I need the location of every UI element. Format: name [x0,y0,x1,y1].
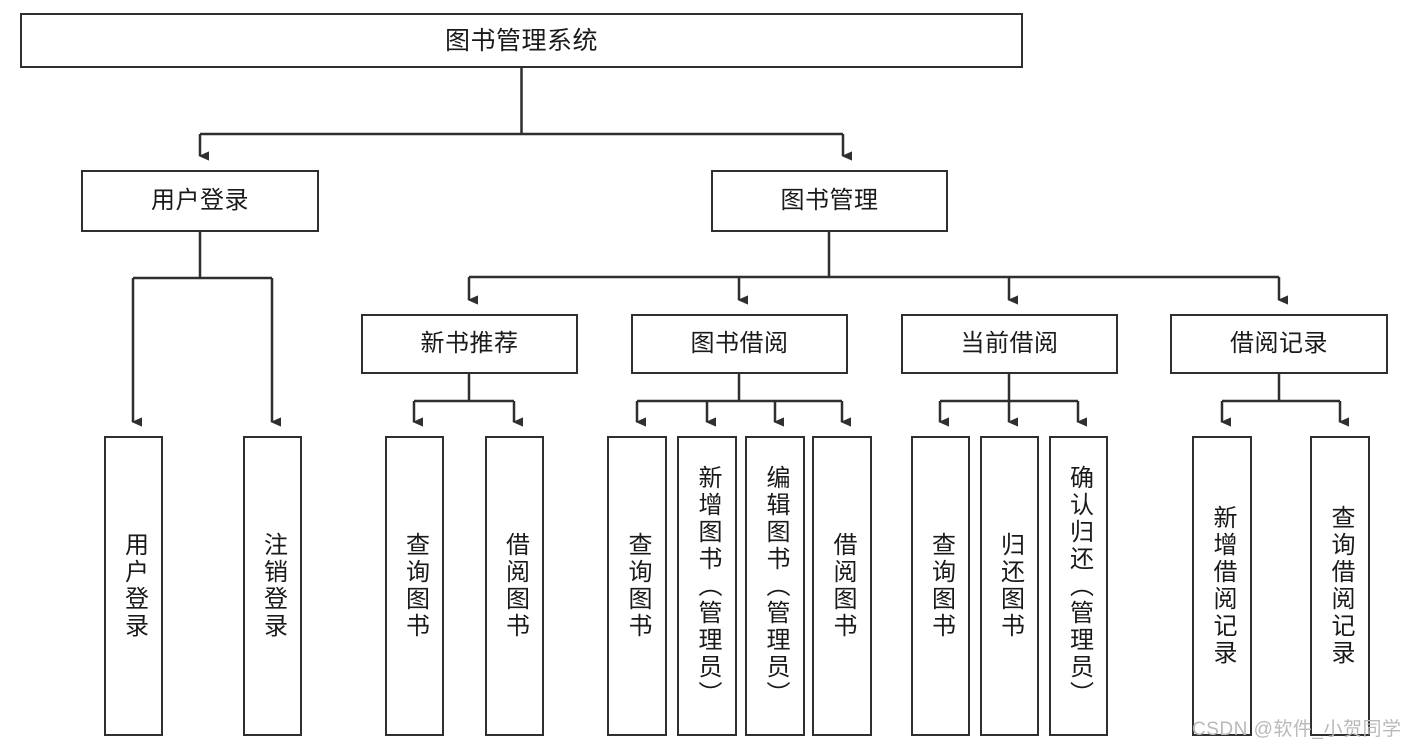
leaf-edit-book-admin[interactable]: 编辑图书（管理员） [745,436,805,736]
node-label: 查询借阅记录 [1327,505,1354,667]
node-root-book-management-system[interactable]: 图书管理系统 [20,13,1023,68]
node-borrowing-records[interactable]: 借阅记录 [1170,314,1388,374]
node-book-borrowing[interactable]: 图书借阅 [631,314,848,374]
leaf-borrow-book-1[interactable]: 借阅图书 [485,436,544,736]
node-label: 新增借阅记录 [1209,505,1236,667]
node-label: 图书管理 [780,186,879,214]
watermark-text: CSDN @软件_小贺同学 [1192,719,1402,740]
leaf-borrow-book-2[interactable]: 借阅图书 [812,436,872,736]
node-label: 用户登录 [120,532,148,640]
node-label: 借阅图书 [829,532,856,640]
node-label: 用户登录 [151,186,249,214]
leaf-query-book-2[interactable]: 查询图书 [607,436,667,736]
node-label: 图书借阅 [690,329,789,357]
node-label: 当前借阅 [960,329,1059,357]
leaf-query-book-3[interactable]: 查询图书 [911,436,970,736]
leaf-add-borrowing-record[interactable]: 新增借阅记录 [1192,436,1252,736]
leaf-confirm-return-admin[interactable]: 确认归还（管理员） [1049,436,1108,736]
node-label: 图书管理系统 [444,26,598,55]
leaf-query-borrowing-record[interactable]: 查询借阅记录 [1310,436,1370,736]
node-label: 查询图书 [401,532,429,640]
node-label: 注销登录 [259,532,287,640]
node-label: 借阅图书 [501,532,529,640]
node-label: 归还图书 [996,532,1024,640]
node-user-login[interactable]: 用户登录 [81,170,319,232]
node-label: 查询图书 [624,532,651,640]
leaf-add-book-admin[interactable]: 新增图书（管理员） [677,436,737,736]
node-label: 新增图书（管理员） [694,464,721,708]
leaf-user-logout[interactable]: 注销登录 [243,436,302,736]
leaf-user-login[interactable]: 用户登录 [104,436,163,736]
node-label: 借阅记录 [1230,329,1328,357]
node-new-book-recommendation[interactable]: 新书推荐 [361,314,578,374]
node-book-management[interactable]: 图书管理 [711,170,948,232]
node-label: 新书推荐 [420,329,519,357]
leaf-query-book-1[interactable]: 查询图书 [385,436,444,736]
node-current-borrowing[interactable]: 当前借阅 [901,314,1118,374]
node-label: 确认归还（管理员） [1065,464,1093,708]
node-label: 编辑图书（管理员） [762,464,789,708]
leaf-return-book[interactable]: 归还图书 [980,436,1039,736]
node-label: 查询图书 [927,532,955,640]
